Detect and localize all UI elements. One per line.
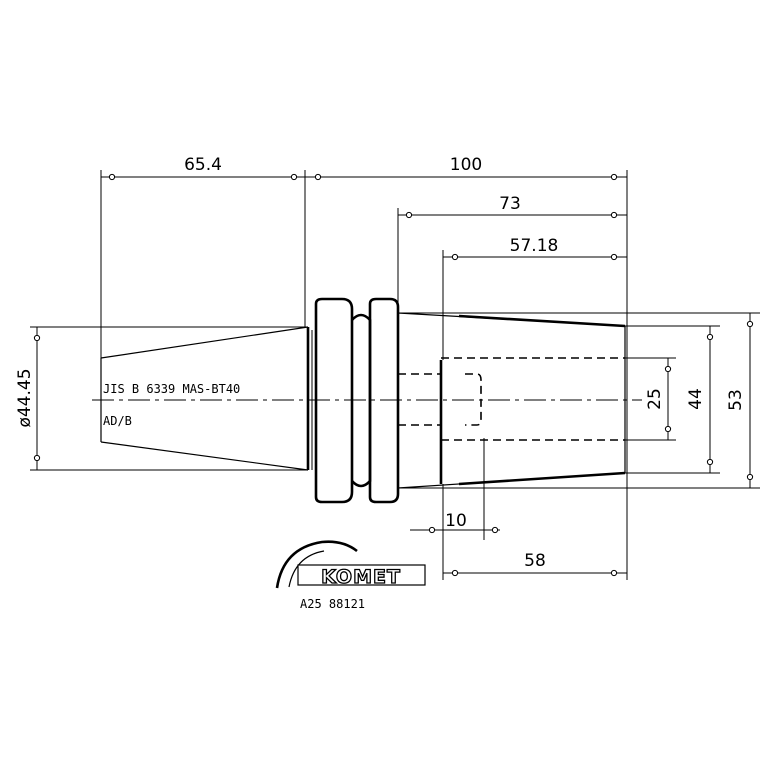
dim-65-4: 65.4 (184, 155, 222, 175)
dim-73: 73 (499, 194, 521, 214)
logo-brand: KOMET (321, 566, 401, 588)
dim-100: 100 (450, 155, 482, 175)
dim-58: 58 (524, 551, 546, 571)
dim-25: 25 (645, 388, 665, 410)
dim-53: 53 (726, 389, 746, 411)
dim-57-18: 57.18 (510, 236, 559, 256)
taper-shank (100, 326, 310, 471)
komet-logo: KOMET (275, 540, 426, 589)
dim-10: 10 (445, 511, 467, 531)
dimension-lines (33, 173, 754, 577)
dim-44: 44 (686, 388, 706, 410)
variant-note: AD/B (103, 414, 132, 428)
extension-lines (30, 170, 760, 580)
standard-note: JIS B 6339 MAS-BT40 (103, 382, 240, 396)
hidden-bore (398, 357, 625, 441)
part-number: A25 88121 (300, 597, 365, 611)
dim-44-45: ø44.45 (15, 368, 35, 427)
